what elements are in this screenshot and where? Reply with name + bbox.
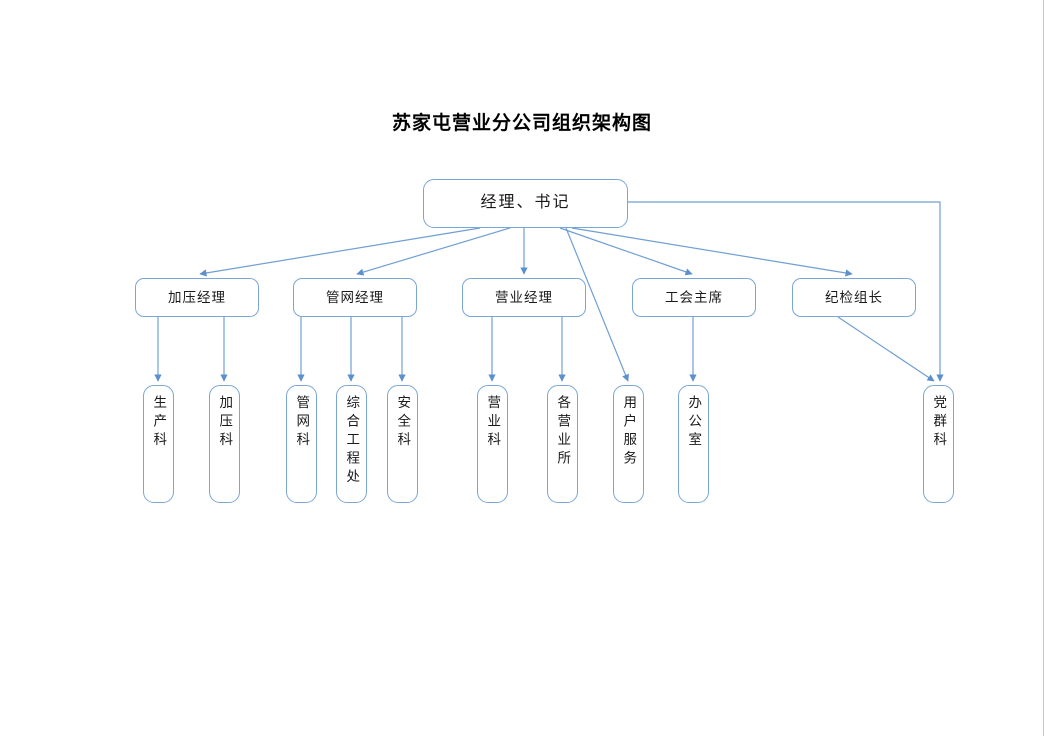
edge-root-to-jiaya-jingli — [199, 227, 481, 277]
node-root-label: 经理、书记 — [480, 194, 571, 212]
node-root[interactable]: 经理、书记 — [423, 179, 628, 228]
node-ge-yingye-suo[interactable]: 各营业所 — [547, 385, 578, 503]
node-guanwang-ke[interactable]: 管网科 — [286, 385, 317, 503]
node-jiaya-ke-label: 加压科 — [217, 395, 233, 451]
node-anquan-ke-label: 安全科 — [395, 395, 411, 451]
node-shengchan-ke-label: 生产科 — [151, 395, 167, 451]
page-title: 苏家屯营业分公司组织架构图 — [391, 112, 652, 134]
node-ge-yingye-suo-label: 各营业所 — [555, 395, 571, 469]
node-gonghui-zhuxi[interactable]: 工会主席 — [632, 278, 756, 317]
node-yonghu-fuwu[interactable]: 用户服务 — [613, 385, 644, 503]
node-bangong-shi[interactable]: 办公室 — [678, 385, 709, 503]
node-jiaya-ke[interactable]: 加压科 — [209, 385, 240, 503]
node-guanwang-jingli[interactable]: 管网经理 — [293, 278, 417, 317]
node-yingye-jingli[interactable]: 营业经理 — [462, 278, 586, 317]
node-zonghe-gongcheng-chu[interactable]: 综合工程处 — [336, 385, 367, 503]
node-yingye-jingli-label: 营业经理 — [495, 289, 553, 305]
node-yonghu-fuwu-label: 用户服务 — [621, 395, 637, 469]
node-yingye-ke-label: 营业科 — [485, 395, 501, 451]
node-shengchan-ke[interactable]: 生产科 — [143, 385, 174, 503]
node-jiaya-jingli-label: 加压经理 — [168, 289, 226, 305]
node-guanwang-jingli-label: 管网经理 — [326, 289, 384, 305]
edge-root-to-guanwang-jingli — [356, 227, 511, 276]
node-bangong-shi-label: 办公室 — [686, 395, 702, 451]
node-dangqun-ke-label: 党群科 — [931, 395, 947, 451]
node-gonghui-zhuxi-label: 工会主席 — [665, 289, 723, 305]
node-jijian-zuzhang-label: 纪检组长 — [825, 289, 883, 305]
edge-jijian-zuzhang-to-dangqun-ke — [837, 316, 935, 382]
edge-root-to-jijian-zuzhang — [571, 227, 853, 277]
node-jiaya-jingli[interactable]: 加压经理 — [135, 278, 259, 317]
node-jijian-zuzhang[interactable]: 纪检组长 — [792, 278, 916, 317]
node-dangqun-ke[interactable]: 党群科 — [923, 385, 954, 503]
node-anquan-ke[interactable]: 安全科 — [387, 385, 418, 503]
node-guanwang-ke-label: 管网科 — [294, 395, 310, 451]
edge-root-to-gonghui-zhuxi — [559, 227, 693, 276]
node-zonghe-gongcheng-chu-label: 综合工程处 — [344, 395, 360, 488]
node-yingye-ke[interactable]: 营业科 — [477, 385, 508, 503]
